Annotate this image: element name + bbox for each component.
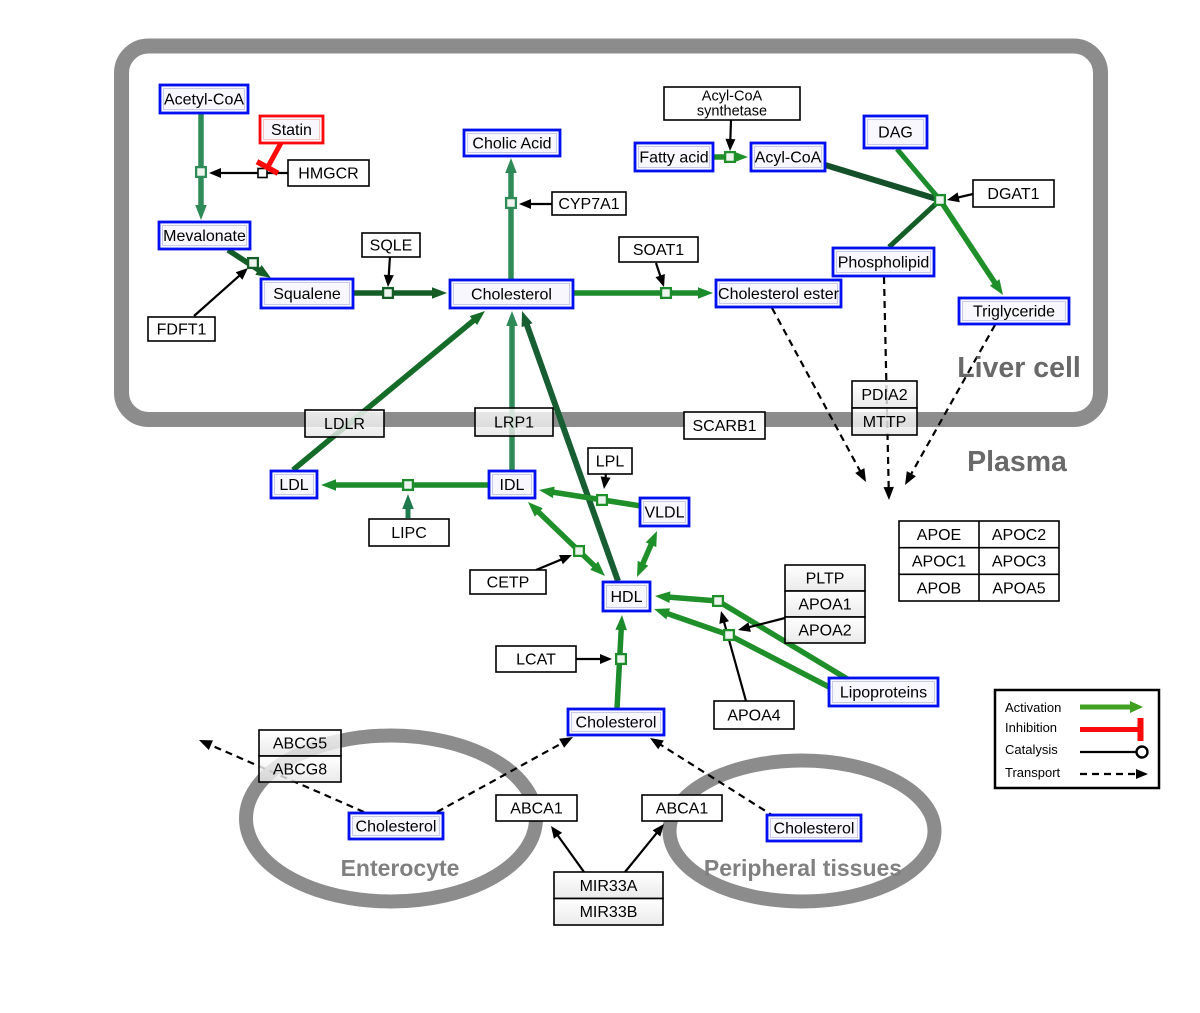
svg-text:APOA1: APOA1 xyxy=(798,597,851,614)
svg-text:CETP: CETP xyxy=(487,575,530,592)
svg-text:Inhibition: Inhibition xyxy=(1005,720,1057,735)
svg-text:Peripheral tissues: Peripheral tissues xyxy=(704,855,902,881)
svg-text:Catalysis: Catalysis xyxy=(1005,742,1058,757)
svg-text:APOA2: APOA2 xyxy=(798,623,851,640)
svg-text:Cholesterol: Cholesterol xyxy=(576,715,657,732)
svg-text:Cholic Acid: Cholic Acid xyxy=(472,136,551,153)
svg-text:FDFT1: FDFT1 xyxy=(157,322,207,339)
svg-text:LRP1: LRP1 xyxy=(494,415,534,432)
svg-text:Squalene: Squalene xyxy=(273,286,341,303)
svg-text:Plasma: Plasma xyxy=(967,446,1068,478)
svg-text:MIR33A: MIR33A xyxy=(580,878,638,895)
svg-text:Acetyl-CoA: Acetyl-CoA xyxy=(164,92,244,109)
svg-text:Phospholipid: Phospholipid xyxy=(838,255,930,272)
svg-text:Cholesterol ester: Cholesterol ester xyxy=(718,286,840,303)
svg-text:PDIA2: PDIA2 xyxy=(861,387,907,404)
svg-text:MIR33B: MIR33B xyxy=(580,904,638,921)
svg-text:Statin: Statin xyxy=(271,122,312,139)
svg-text:APOE: APOE xyxy=(917,527,961,544)
svg-text:Triglyceride: Triglyceride xyxy=(973,304,1055,321)
svg-text:Transport: Transport xyxy=(1005,765,1061,780)
svg-text:LPL: LPL xyxy=(596,454,625,471)
svg-text:APOB: APOB xyxy=(917,580,961,597)
svg-text:Enterocyte: Enterocyte xyxy=(341,855,460,881)
svg-text:APOA5: APOA5 xyxy=(992,580,1045,597)
svg-text:Cholesterol: Cholesterol xyxy=(471,287,552,304)
svg-text:Cholesterol: Cholesterol xyxy=(774,821,855,838)
svg-text:HMGCR: HMGCR xyxy=(298,166,358,183)
svg-text:ABCG5: ABCG5 xyxy=(273,736,327,753)
svg-text:LDL: LDL xyxy=(279,477,308,494)
svg-text:Acyl-CoA: Acyl-CoA xyxy=(755,150,822,167)
svg-text:DGAT1: DGAT1 xyxy=(987,186,1039,203)
svg-text:ABCA1: ABCA1 xyxy=(656,801,709,818)
svg-text:Activation: Activation xyxy=(1005,700,1061,715)
svg-text:HDL: HDL xyxy=(610,589,642,606)
svg-text:PLTP: PLTP xyxy=(806,571,845,588)
svg-text:Liver cell: Liver cell xyxy=(957,352,1081,384)
svg-text:APOA4: APOA4 xyxy=(727,708,780,725)
svg-text:VLDL: VLDL xyxy=(644,505,684,522)
svg-text:LIPC: LIPC xyxy=(391,525,427,542)
svg-text:APOC3: APOC3 xyxy=(992,554,1046,571)
svg-text:IDL: IDL xyxy=(500,477,525,494)
svg-text:SQLE: SQLE xyxy=(370,238,413,255)
svg-text:APOC2: APOC2 xyxy=(992,527,1046,544)
svg-text:LCAT: LCAT xyxy=(516,652,556,669)
svg-text:APOC1: APOC1 xyxy=(912,554,966,571)
svg-text:ABCG8: ABCG8 xyxy=(273,762,327,779)
svg-text:CYP7A1: CYP7A1 xyxy=(558,196,619,213)
svg-text:SOAT1: SOAT1 xyxy=(633,242,684,259)
svg-text:Mevalonate: Mevalonate xyxy=(163,228,246,245)
svg-text:Lipoproteins: Lipoproteins xyxy=(840,685,927,702)
svg-text:DAG: DAG xyxy=(878,125,913,142)
svg-text:MTTP: MTTP xyxy=(863,414,907,431)
svg-text:SCARB1: SCARB1 xyxy=(692,418,756,435)
svg-text:Fatty acid: Fatty acid xyxy=(639,150,708,167)
svg-text:synthetase: synthetase xyxy=(697,104,767,120)
svg-text:Acyl-CoA: Acyl-CoA xyxy=(702,89,763,105)
svg-text:ABCA1: ABCA1 xyxy=(510,801,563,818)
svg-text:LDLR: LDLR xyxy=(324,416,365,433)
svg-text:Cholesterol: Cholesterol xyxy=(356,819,437,836)
